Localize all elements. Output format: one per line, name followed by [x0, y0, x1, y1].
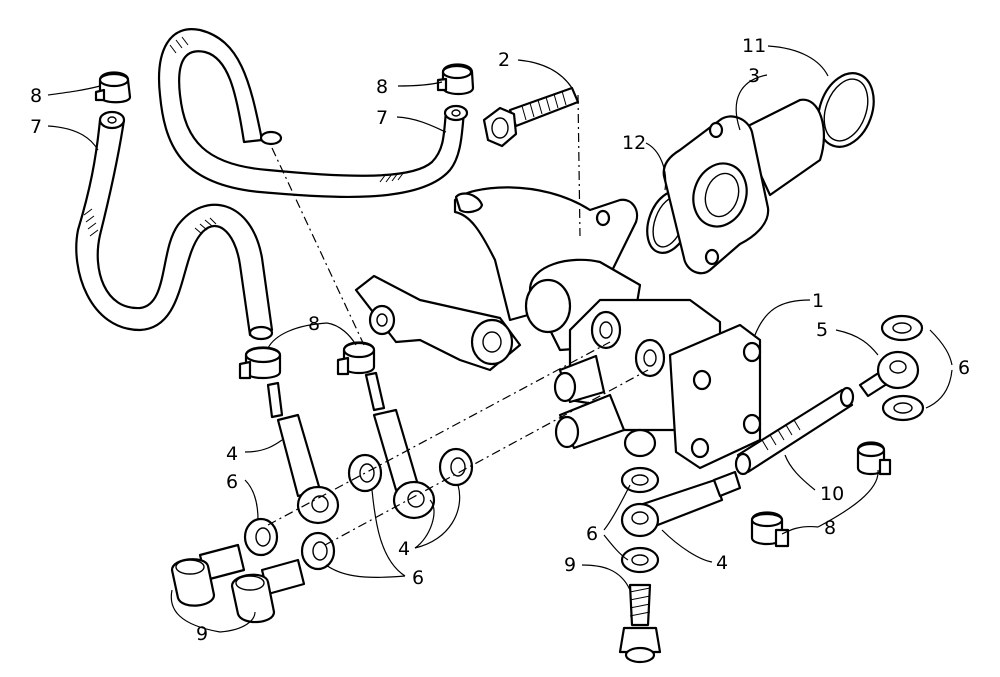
hose-clamp-bottom-right [750, 511, 790, 548]
callout-4: 4 [398, 538, 410, 560]
callout-4: 4 [716, 552, 728, 574]
callout-6: 6 [226, 471, 238, 493]
washers [243, 314, 925, 574]
callout-6: 6 [412, 567, 424, 589]
callout-labels: 8 7 8 7 2 11 3 12 1 5 6 8 4 6 10 8 6 4 9… [30, 35, 970, 645]
callout-4: 4 [226, 443, 238, 465]
banjo-bolt-left [170, 543, 246, 607]
hose-clamp-top-left [94, 71, 132, 104]
callout-8: 8 [308, 313, 320, 335]
callout-10: 10 [820, 483, 844, 505]
callout-11: 11 [742, 35, 766, 57]
callout-6: 6 [586, 523, 598, 545]
hose-clamp-top-middle [436, 63, 475, 96]
assembly-centerlines [267, 94, 649, 546]
callout-6: 6 [958, 357, 970, 379]
oil-hose-left [75, 110, 274, 341]
hose-clamp-left-fitting [238, 346, 282, 380]
pump-flange-housing [662, 98, 825, 275]
oil-pump-body [354, 258, 762, 470]
callout-8: 8 [376, 76, 388, 98]
callout-8: 8 [30, 85, 42, 107]
leader-lines [47, 45, 953, 633]
callout-2: 2 [498, 49, 510, 71]
mounting-bolt [482, 86, 580, 148]
banjo-bolt-bottom [618, 583, 662, 664]
callout-9: 9 [564, 554, 576, 576]
banjo-fitting-middle [364, 371, 436, 520]
banjo-bolt-middle [230, 558, 306, 624]
callout-7: 7 [376, 107, 388, 129]
connecting-hose-short [734, 386, 855, 476]
hose-clamp-right-lower [856, 441, 892, 476]
callout-1: 1 [812, 290, 824, 312]
callout-3: 3 [748, 65, 760, 87]
banjo-fitting-bottom [620, 470, 742, 538]
callout-5: 5 [816, 319, 828, 341]
oil-hose-upper [158, 28, 469, 199]
callout-9: 9 [196, 623, 208, 645]
callout-12: 12 [622, 132, 646, 154]
callout-7: 7 [30, 116, 42, 138]
hose-clamp-middle-fitting [336, 341, 376, 376]
banjo-fitting-left [266, 381, 340, 525]
banjo-fitting-right [858, 350, 920, 398]
callout-8: 8 [824, 517, 836, 539]
o-ring-large [817, 72, 875, 148]
